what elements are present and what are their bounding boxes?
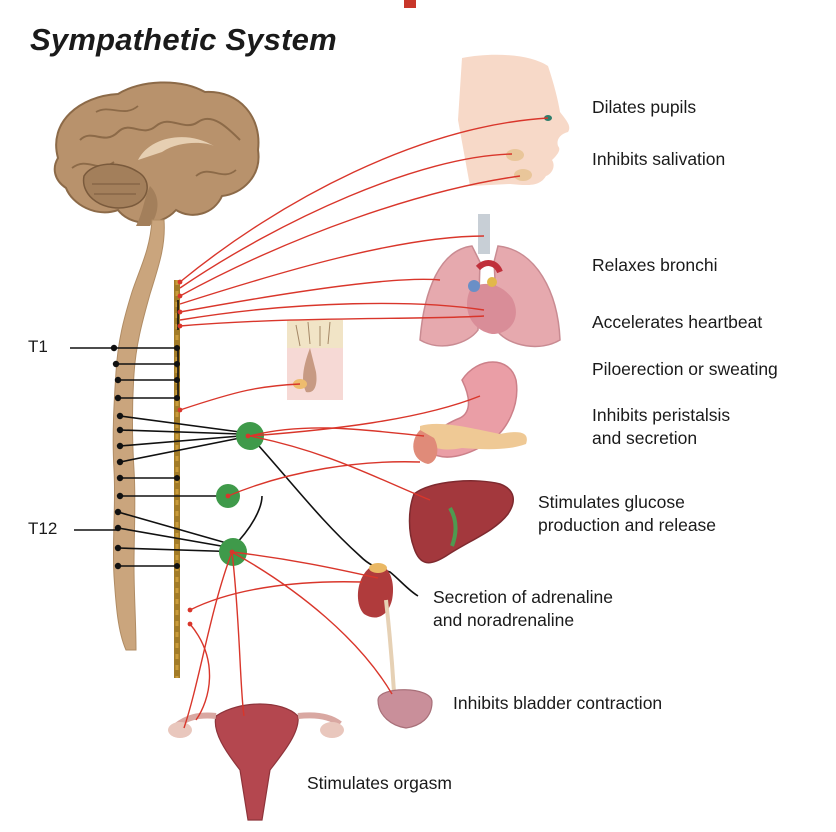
lungs-heart <box>419 214 561 348</box>
label-adrenaline-line1: Secretion of adrenaline <box>433 587 613 607</box>
label-peristalsis-line2: and secretion <box>592 428 698 448</box>
sympathetic-nerves <box>179 117 549 729</box>
nerve-endpoints <box>177 279 251 627</box>
label-relaxes-bronchi: Relaxes bronchi <box>592 255 718 275</box>
face-profile <box>458 54 570 186</box>
segment-label-t12: T12 <box>28 519 58 538</box>
top-crop-mark <box>404 0 416 8</box>
label-dilates-pupils: Dilates pupils <box>592 97 697 117</box>
skin-follicle <box>287 320 343 400</box>
liver <box>408 480 514 564</box>
label-bladder: Inhibits bladder contraction <box>453 693 663 713</box>
segment-label-t1: T1 <box>28 337 48 356</box>
label-inhibits-salivation: Inhibits salivation <box>592 149 726 169</box>
uterus <box>168 703 344 821</box>
label-piloerection: Piloerection or sweating <box>592 359 778 379</box>
label-peristalsis-line1: Inhibits peristalsis <box>592 405 731 425</box>
label-glucose-line1: Stimulates glucose <box>538 492 685 512</box>
label-glucose-line2: production and release <box>538 515 717 535</box>
spinal-dots <box>110 344 180 570</box>
kidney <box>357 563 396 693</box>
label-adrenaline-line2: and noradrenaline <box>433 610 575 630</box>
brain <box>53 81 260 226</box>
label-orgasm: Stimulates orgasm <box>307 773 452 793</box>
diagram-title: Sympathetic System <box>30 22 337 57</box>
spinal-cord <box>112 219 165 651</box>
label-accelerates-heartbeat: Accelerates heartbeat <box>592 312 763 332</box>
bladder <box>377 689 433 729</box>
ganglia <box>216 422 264 566</box>
stomach-pancreas <box>413 361 527 464</box>
